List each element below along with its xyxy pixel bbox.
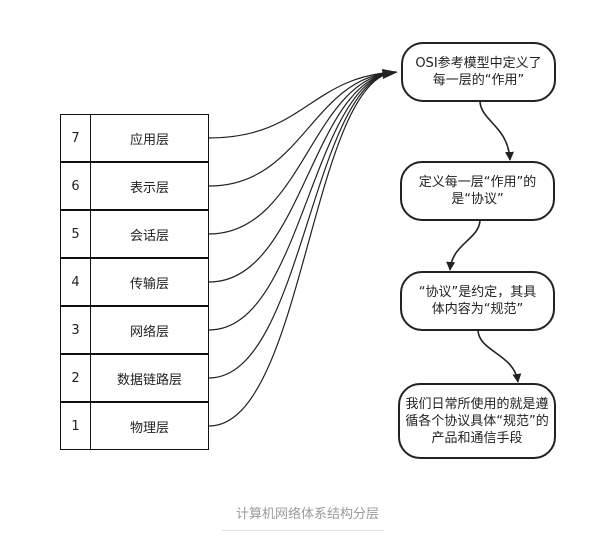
layer-number: 4 [61, 259, 91, 305]
flow-box-2-line-2: 是“协议” [451, 192, 504, 207]
osi-layer-row: 4 传输层 [60, 258, 209, 306]
layer-name: 数据链路层 [116, 372, 182, 388]
layer-number: 3 [61, 307, 91, 353]
osi-layer-row: 2 数据链路层 [60, 354, 209, 402]
layer-connector-curve [208, 71, 397, 379]
layer-number: 7 [61, 115, 91, 161]
layer-name: 传输层 [129, 276, 169, 292]
flow-box-3-line-2: 体内容为“规范” [431, 302, 524, 317]
flow-box-4-line-3: 产品和通信手段 [431, 430, 523, 446]
layer-connector-curve [208, 71, 397, 427]
flow-box-1: OSI参考模型中定义了 每一层的“作用” [401, 42, 556, 102]
flow-arrow-2 [446, 220, 481, 271]
flow-box-2-line-1: 定义每一层“作用”的 [418, 175, 537, 190]
flow-arrow-3 [477, 330, 522, 383]
flow-box-4-line-1: 我们日常所使用的就是遵 [405, 396, 549, 412]
osi-layer-row: 1 物理层 [60, 402, 209, 450]
flow-box-3-line-1: “协议”是约定，其具 [418, 285, 537, 300]
osi-layer-row: 6 表示层 [60, 162, 209, 210]
layer-connector-curve [208, 71, 397, 283]
diagram-caption: 计算机网络体系结构分层 [235, 507, 379, 522]
layer-number: 2 [61, 355, 91, 401]
flow-box-2: 定义每一层“作用”的 是“协议” [400, 161, 555, 221]
flow-box-1-line-1: OSI参考模型中定义了 [415, 56, 542, 71]
osi-layer-row: 7 应用层 [60, 114, 209, 162]
layer-connector-curve [208, 71, 397, 187]
caption-divider [222, 530, 384, 531]
layer-name: 会话层 [129, 228, 169, 244]
osi-layer-row: 3 网络层 [60, 306, 209, 354]
layer-name: 应用层 [129, 132, 169, 148]
arrowhead-to-osi-box [382, 69, 398, 79]
layer-number: 5 [61, 211, 91, 257]
layer-name: 网络层 [129, 324, 169, 340]
flow-box-4: 我们日常所使用的就是遵 循各个协议具体“规范”的 产品和通信手段 [398, 383, 556, 459]
flow-box-3: “协议”是约定，其具 体内容为“规范” [400, 271, 555, 331]
flow-arrow-1 [479, 101, 515, 161]
osi-layer-row: 5 会话层 [60, 210, 209, 258]
flow-box-1-line-2: 每一层的“作用” [432, 73, 525, 88]
layer-connector-curve [208, 71, 397, 235]
flow-box-4-line-2: 循各个协议具体“规范”的 [405, 413, 549, 429]
layer-number: 1 [61, 403, 91, 449]
layer-name: 物理层 [129, 420, 169, 436]
layer-connector-curve [208, 71, 397, 139]
layer-connector-curve [208, 71, 397, 331]
layer-number: 6 [61, 163, 91, 209]
layer-name: 表示层 [129, 180, 169, 196]
